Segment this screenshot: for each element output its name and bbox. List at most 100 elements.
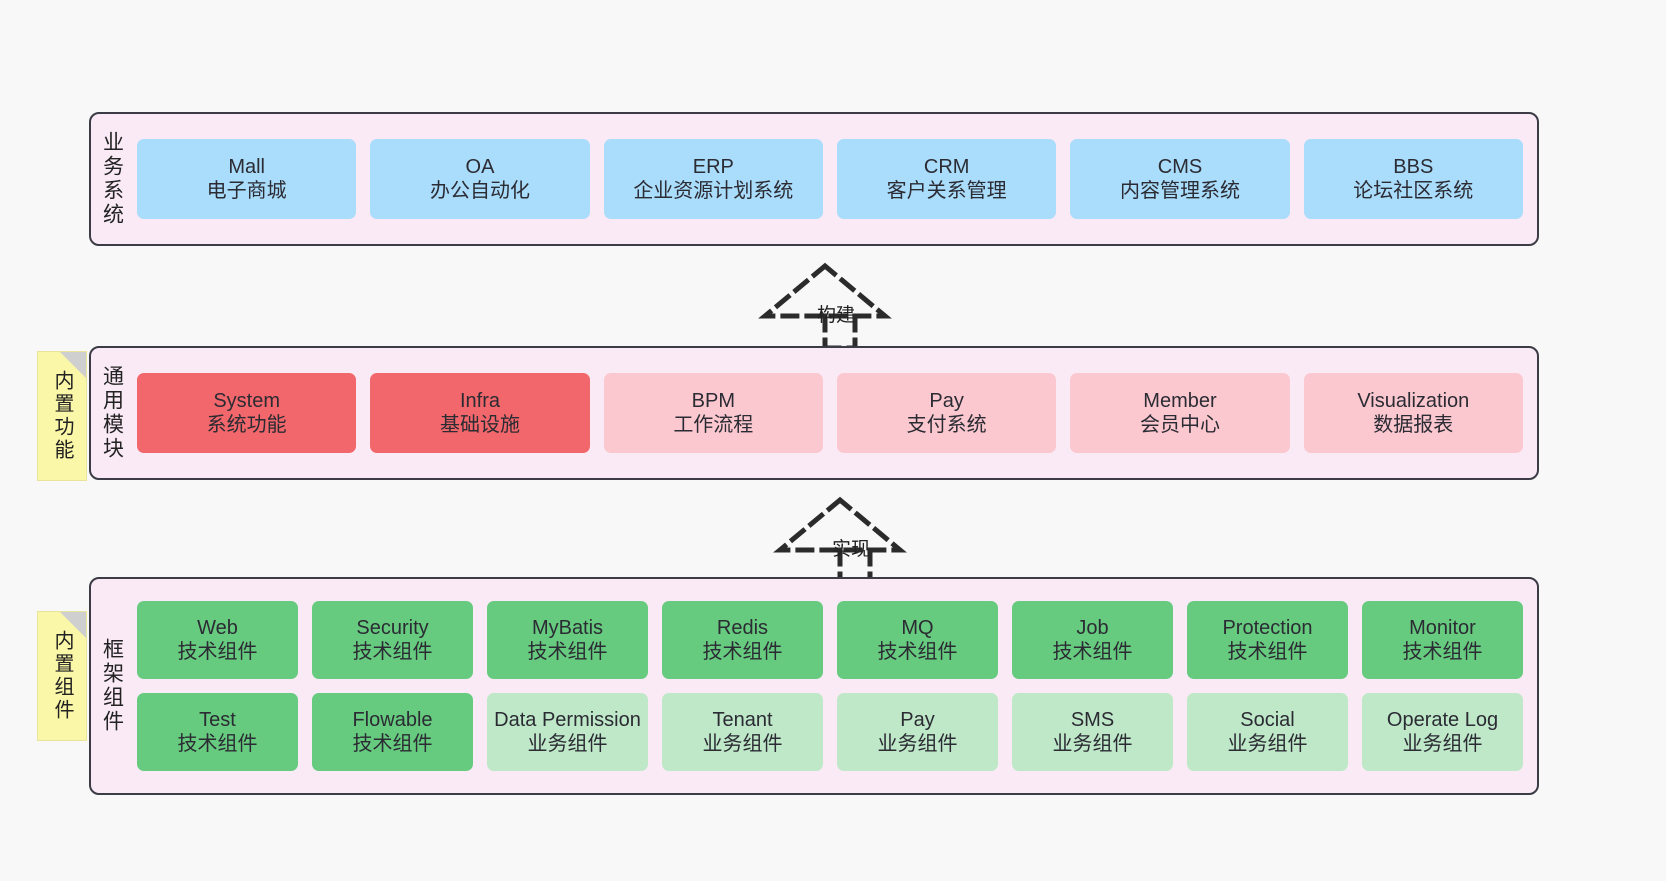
- card-desc: 企业资源计划系统: [633, 180, 794, 202]
- card-desc: 办公自动化: [429, 180, 530, 202]
- card-desc: 电子商城: [206, 180, 287, 202]
- card-desc: 基础设施: [439, 414, 520, 436]
- card-desc: 支付系统: [906, 414, 987, 436]
- connector-implement: 实现: [760, 492, 930, 585]
- card-desc: 技术组件: [527, 641, 608, 663]
- card-name: Infra: [459, 389, 500, 412]
- card-name: Mall: [228, 155, 265, 178]
- card-desc: 技术组件: [1052, 641, 1133, 663]
- card-name: CMS: [1157, 155, 1203, 178]
- card-desc: 技术组件: [177, 641, 258, 663]
- card-name: Tenant: [712, 708, 773, 731]
- card-name: Protection: [1222, 616, 1313, 639]
- sticky-fold-icon: [60, 352, 86, 378]
- card-name: MQ: [901, 616, 934, 639]
- card-name: Test: [199, 708, 236, 731]
- sticky-note-builtin-components: 内置组件: [37, 611, 87, 741]
- card-desc: 工作流程: [673, 414, 754, 436]
- card-name: OA: [465, 155, 495, 178]
- card-name: Data Permission: [494, 708, 641, 731]
- card-name: SMS: [1070, 708, 1115, 731]
- card-desc: 业务组件: [877, 733, 958, 755]
- card-name: Monitor: [1409, 616, 1476, 639]
- card-desc: 业务组件: [1227, 733, 1308, 755]
- card-name: Pay: [929, 389, 964, 412]
- card-desc: 论坛社区系统: [1353, 180, 1474, 202]
- card-desc: 客户关系管理: [886, 180, 1007, 202]
- connector-implement-label: 实现: [832, 539, 871, 560]
- card-desc: 业务组件: [1402, 733, 1483, 755]
- card-name: MyBatis: [531, 616, 604, 639]
- card-desc: 系统功能: [206, 414, 287, 436]
- connector-build-label: 构建: [817, 305, 856, 326]
- connector-build: 构建: [745, 258, 915, 351]
- card-name: BBS: [1393, 155, 1434, 178]
- card-desc: 数据报表: [1373, 414, 1454, 436]
- card-desc: 技术组件: [177, 733, 258, 755]
- general-modules-title: 通用模块: [100, 365, 124, 461]
- framework-components-title: 框架组件: [100, 638, 124, 734]
- card-desc: 技术组件: [702, 641, 783, 663]
- sticky-fold-icon: [60, 612, 86, 638]
- card-name: ERP: [692, 155, 734, 178]
- card-desc: 会员中心: [1139, 414, 1220, 436]
- card-name: Web: [197, 616, 238, 639]
- card-name: Pay: [900, 708, 935, 731]
- sticky-note-builtin-components-label: 内置组件: [51, 630, 73, 722]
- card-desc: 业务组件: [1052, 733, 1133, 755]
- card-name: Visualization: [1357, 389, 1470, 412]
- card-desc: 技术组件: [1227, 641, 1308, 663]
- card-desc: 技术组件: [352, 733, 433, 755]
- card-desc: 内容管理系统: [1119, 180, 1240, 202]
- business-systems-title: 业务系统: [100, 131, 124, 227]
- card-desc: 业务组件: [527, 733, 608, 755]
- card-name: Member: [1143, 389, 1217, 412]
- card-desc: 技术组件: [352, 641, 433, 663]
- card-desc: 技术组件: [877, 641, 958, 663]
- sticky-note-builtin-functions-label: 内置功能: [51, 370, 73, 462]
- card-name: Operate Log: [1386, 708, 1499, 731]
- card-name: Security: [356, 616, 429, 639]
- card-desc: 业务组件: [702, 733, 783, 755]
- card-desc: 技术组件: [1402, 641, 1483, 663]
- card-name: Social: [1240, 708, 1295, 731]
- card-name: Flowable: [352, 708, 433, 731]
